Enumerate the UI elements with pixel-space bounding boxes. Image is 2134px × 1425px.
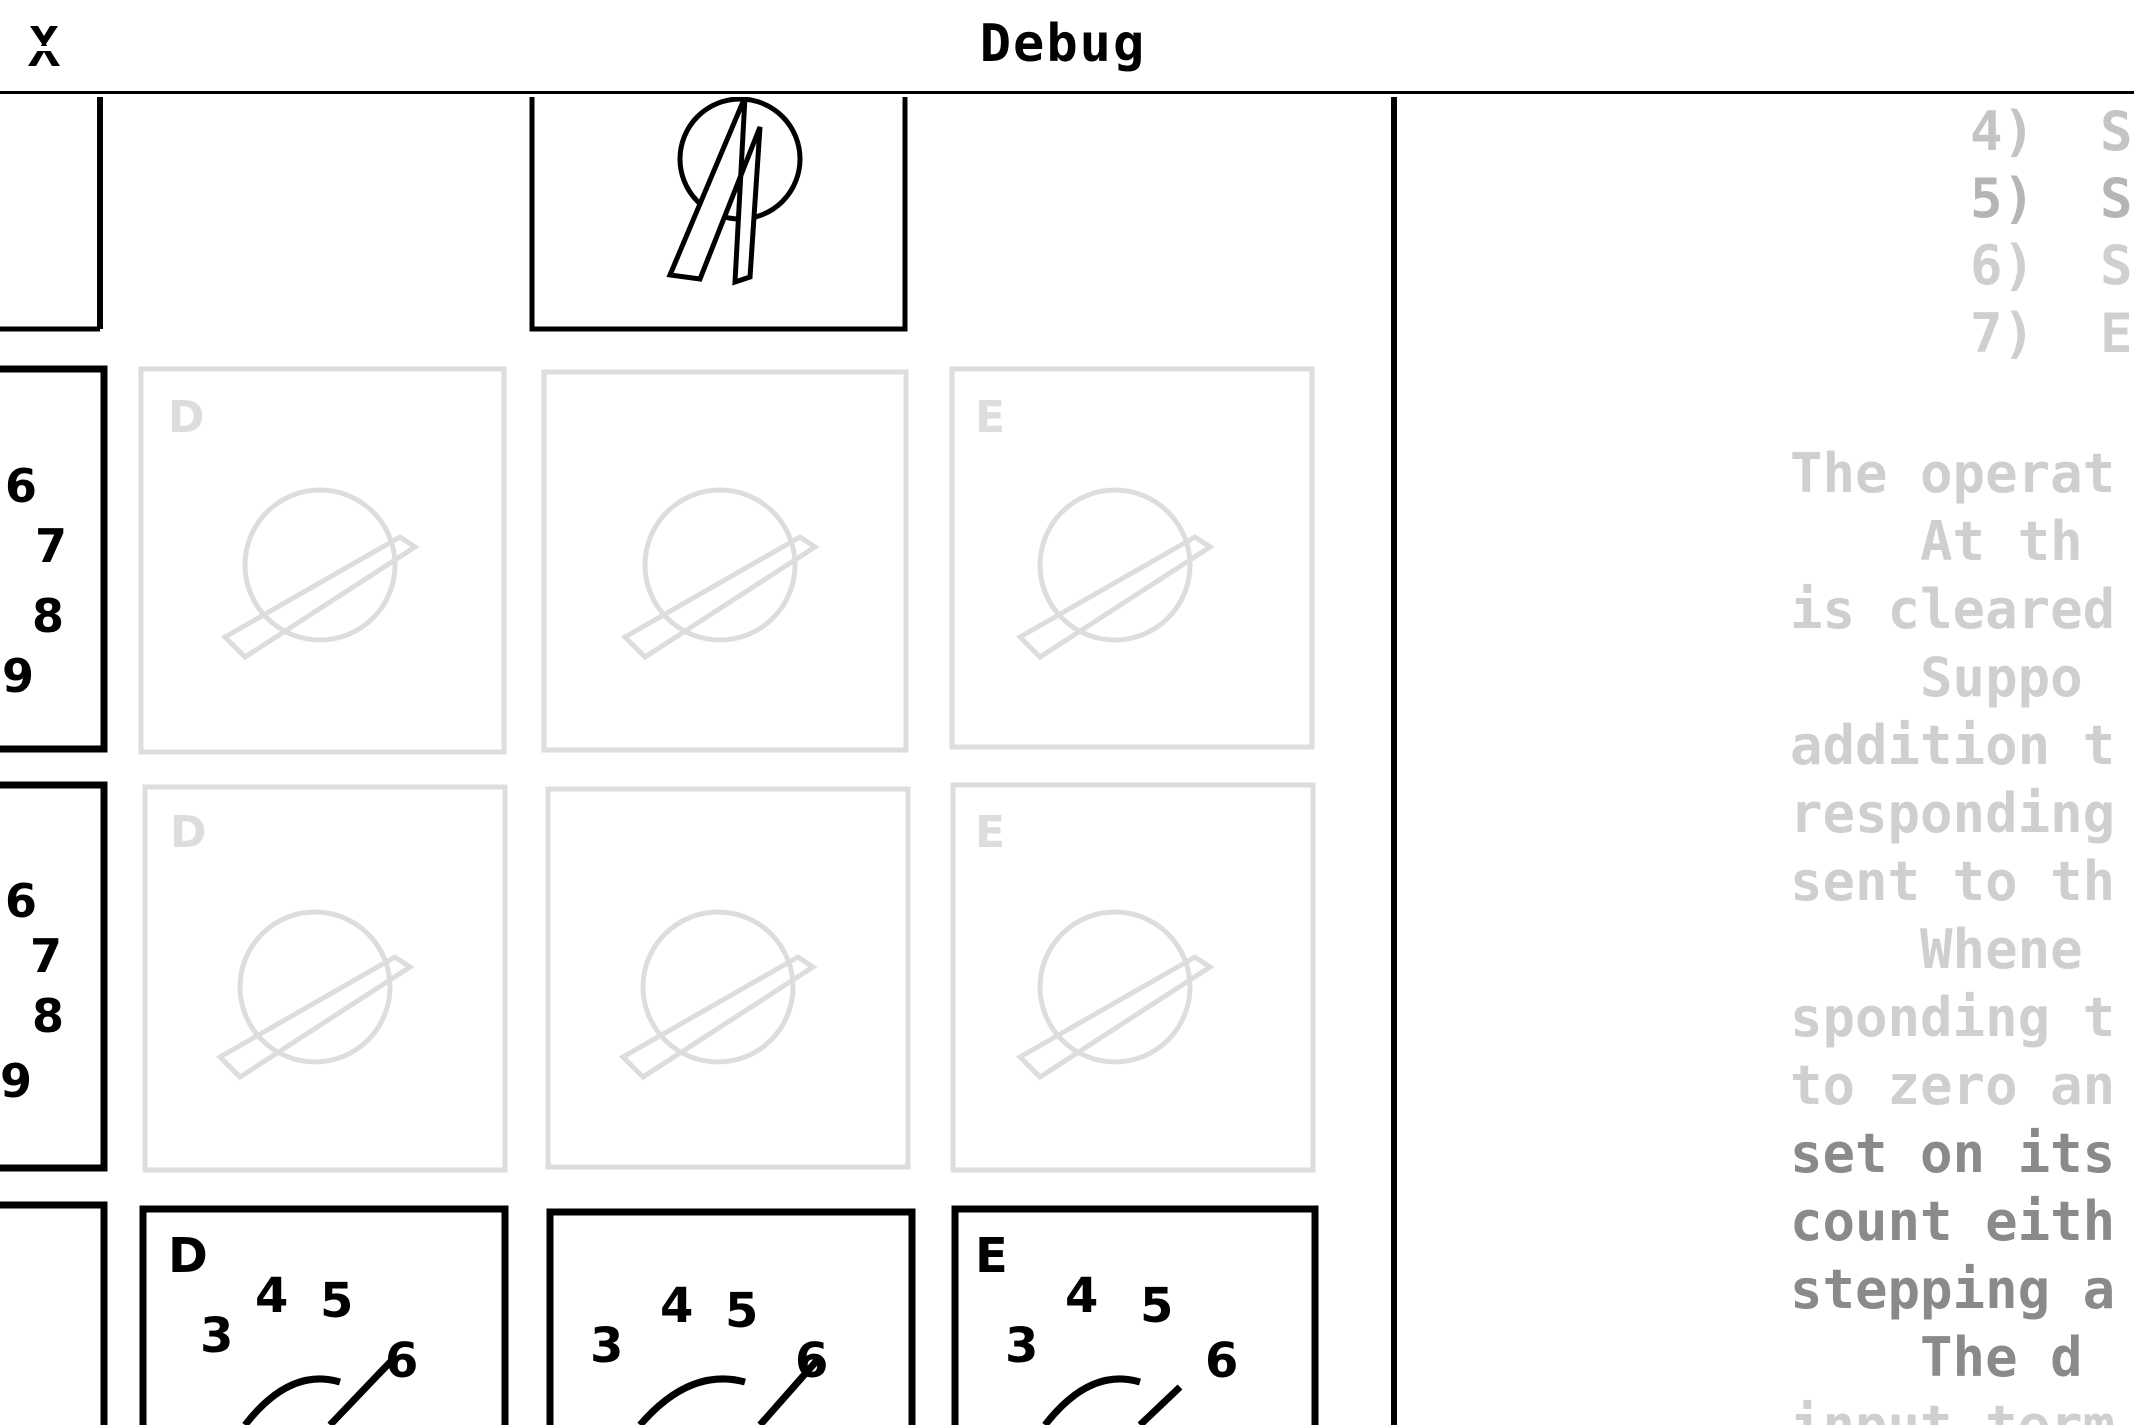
- paragraph-line: The d: [1790, 1326, 2083, 1389]
- svg-text:6: 6: [5, 459, 37, 513]
- svg-text:5: 5: [2, 1418, 35, 1425]
- svg-text:3: 3: [590, 1318, 623, 1374]
- title-bar: Debug: [0, 0, 2134, 94]
- paragraph-line: sent to th: [1790, 850, 2116, 913]
- list-item: 6) S: [1970, 234, 2133, 297]
- svg-text:4: 4: [660, 1278, 693, 1334]
- svg-text:6: 6: [385, 1333, 418, 1389]
- left-partial-digits-2: 67 89: [0, 874, 64, 1108]
- paragraph-line: is cleared: [1790, 578, 2116, 641]
- paragraph-line: sponding t: [1790, 986, 2116, 1049]
- dial-row-3: [0, 1201, 1319, 1425]
- list-item: 7) E: [1970, 302, 2133, 365]
- svg-text:E: E: [975, 807, 1005, 858]
- svg-text:5: 5: [1140, 1278, 1173, 1334]
- row2-labels: D E: [170, 807, 1005, 858]
- paragraph-line: responding: [1790, 782, 2116, 845]
- dial-row-1: [0, 365, 1315, 755]
- svg-text:4: 4: [255, 1268, 288, 1324]
- svg-text:6: 6: [795, 1333, 828, 1389]
- paragraph-line: Suppo: [1790, 646, 2083, 709]
- paragraph-line: input term: [1790, 1399, 2115, 1425]
- svg-text:8: 8: [32, 589, 64, 643]
- svg-text:D: D: [168, 392, 205, 443]
- svg-text:E: E: [975, 1228, 1008, 1284]
- svg-text:5: 5: [320, 1273, 353, 1329]
- window-title: Debug: [979, 14, 1147, 74]
- document-text: 4) S 5) S 6) S 7) E The operat At th is …: [1790, 97, 2134, 1425]
- svg-text:E: E: [975, 392, 1005, 443]
- svg-text:7: 7: [30, 929, 62, 983]
- paragraph-line: At th: [1790, 510, 2083, 573]
- svg-text:D: D: [170, 807, 207, 858]
- svg-text:7: 7: [35, 519, 67, 573]
- svg-text:9: 9: [0, 1054, 32, 1108]
- row1-labels: D E: [168, 392, 1005, 443]
- svg-text:9: 9: [2, 649, 34, 703]
- paragraph-line: Whene: [1790, 918, 2083, 981]
- dial-row-2: [0, 781, 1316, 1173]
- top-dial-box: [529, 97, 908, 332]
- svg-text:5: 5: [725, 1283, 758, 1339]
- close-icon[interactable]: [22, 22, 66, 72]
- svg-text:3: 3: [200, 1308, 233, 1364]
- svg-text:3: 3: [1005, 1318, 1038, 1374]
- paragraph-line: count eith: [1790, 1190, 2116, 1253]
- svg-text:4: 4: [1065, 1268, 1098, 1324]
- list-item: 4) S: [1970, 100, 2133, 163]
- svg-text:8: 8: [32, 989, 64, 1043]
- paragraph-line: to zero an: [1790, 1054, 2116, 1117]
- list-item: 5) S: [1970, 167, 2133, 230]
- paragraph-line: addition t: [1790, 714, 2116, 777]
- paragraph-line: The operat: [1790, 442, 2116, 505]
- left-partial-digits-1: 6 7 8 9: [2, 459, 67, 703]
- svg-text:6: 6: [1205, 1333, 1238, 1389]
- paragraph-line: stepping a: [1790, 1258, 2116, 1321]
- paragraph-line: set on its: [1790, 1122, 2116, 1185]
- svg-text:D: D: [168, 1228, 208, 1284]
- svg-text:6: 6: [5, 874, 37, 928]
